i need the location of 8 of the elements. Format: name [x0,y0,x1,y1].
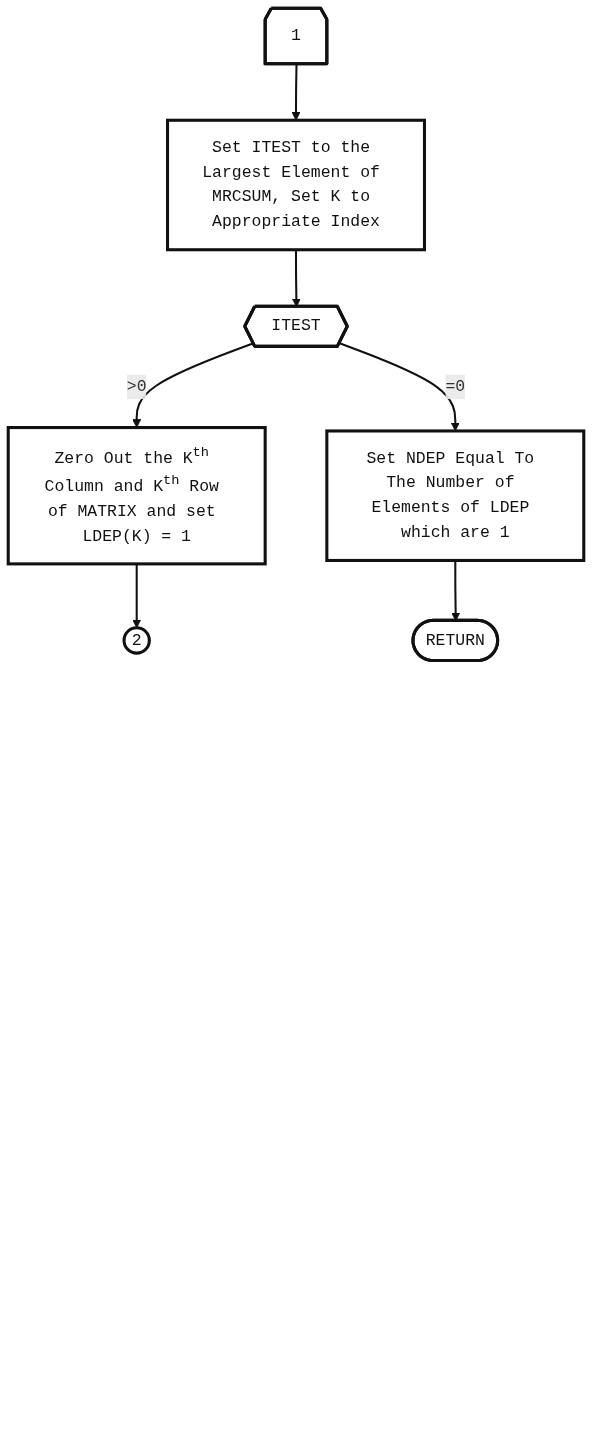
node-circle: 2 [122,626,151,655]
arrow [132,563,142,629]
node-box: Set NDEP Equal To The Number of Elements of LDEP which are 1 [325,429,586,562]
edge-label: =0 [445,377,466,397]
edge-label: >0 [126,377,147,397]
node-box: Zero Out the K$^{th}$ Column and K$^{th}$ Row of MATRIX and set LDEP(K) = 1 [6,426,267,566]
node-box: Set ITEST to the Largest Element of MRCSUM, Set K to Appropriate Index [166,118,426,252]
arrow [291,64,301,121]
